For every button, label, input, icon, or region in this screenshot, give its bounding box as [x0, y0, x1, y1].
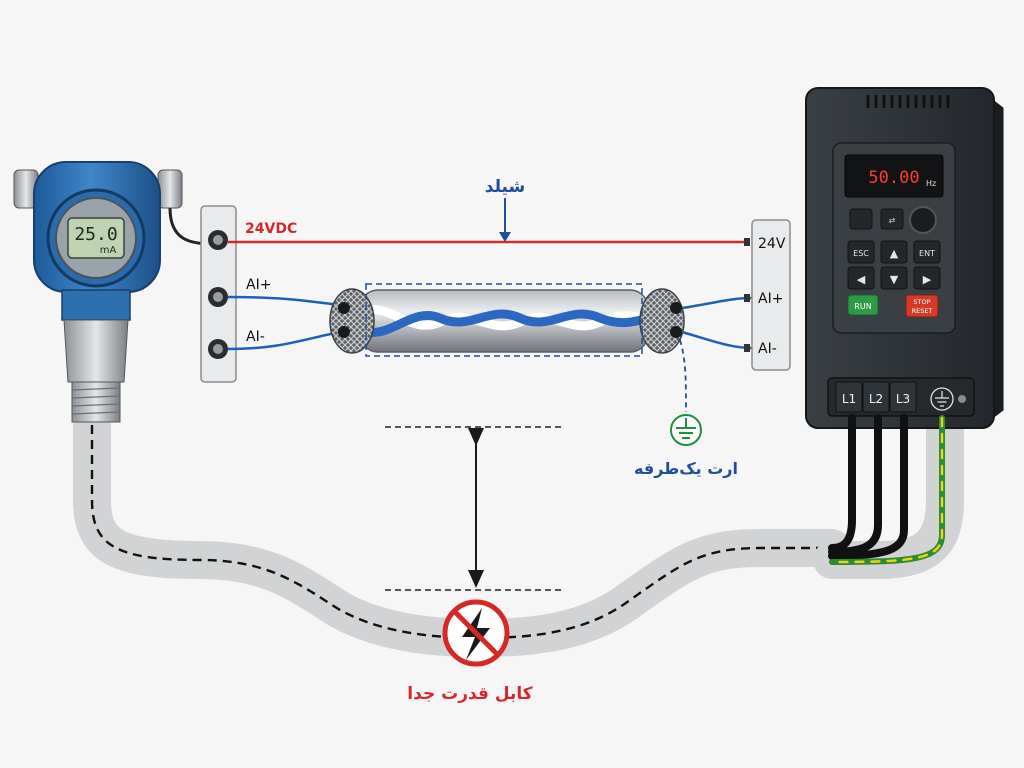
- right-terminal-ai-minus-label: AI-: [758, 341, 777, 357]
- vfd-display-unit: Hz: [926, 179, 936, 188]
- vfd-terminal-screw: [958, 395, 966, 403]
- single-end-ground: [670, 339, 702, 446]
- right-terminal-block: [744, 219, 791, 371]
- vfd-key-prog[interactable]: [849, 208, 873, 230]
- arrow-left-icon: ◀: [857, 273, 866, 286]
- vfd-terminal-l1-label: L1: [842, 392, 856, 406]
- left-terminal-ai-plus-label: AI+: [246, 277, 271, 293]
- vfd-down-button[interactable]: [880, 266, 908, 290]
- vfd-left-button[interactable]: [847, 266, 875, 290]
- separate-power-cable-route: [73, 406, 964, 657]
- vfd-terminal-l2-label: L2: [869, 392, 883, 406]
- separation-distance-indicator: [385, 426, 565, 591]
- vfd-run-button[interactable]: [847, 294, 879, 316]
- ai-plus-wire-right: [681, 296, 753, 310]
- arrow-down-icon: ▼: [890, 273, 899, 286]
- transmitter-display-unit: mA: [100, 245, 117, 256]
- left-terminal-ai-minus-label: AI-: [246, 329, 265, 345]
- shift-icon: ⇄: [889, 216, 896, 225]
- left-terminal-block: [200, 205, 237, 383]
- right-terminal-ai-plus-label: AI+: [758, 291, 783, 307]
- ai-plus-wire-left: [227, 295, 341, 307]
- vfd-stop-label: STOP: [913, 298, 930, 306]
- vfd-esc-button[interactable]: [847, 240, 875, 264]
- no-power-interference-icon: [442, 599, 510, 667]
- ai-minus-wire-right: [681, 330, 753, 350]
- vfd-reset-label: RESET: [912, 307, 933, 315]
- shield-label: شیلد: [485, 177, 525, 197]
- vfd-terminal-l3-label: L3: [896, 392, 910, 406]
- vfd-ent-button[interactable]: [913, 240, 941, 264]
- vfd-power-terminal-strip: [827, 377, 975, 417]
- transmitter-display-value: 25.0: [74, 224, 117, 245]
- vfd-potentiometer-knob[interactable]: [909, 206, 937, 234]
- vfd-up-button[interactable]: [880, 240, 908, 264]
- single-end-ground-label: ارت یک‌طرفه: [634, 459, 738, 478]
- vfd-ground-terminal-icon: [930, 387, 954, 411]
- vfd-stop-reset-button[interactable]: [905, 294, 939, 318]
- vfd-esc-label: ESC: [853, 249, 869, 258]
- right-terminal-24v-label: 24V: [758, 236, 786, 252]
- vfd-right-button[interactable]: [913, 266, 941, 290]
- vfd-ent-label: ENT: [919, 249, 935, 258]
- arrow-right-icon: ▶: [923, 273, 932, 286]
- shield-pointer-head: [499, 232, 511, 242]
- left-terminal-24vdc-label: 24VDC: [245, 221, 297, 237]
- arrow-up-icon: ▲: [890, 247, 899, 260]
- pressure-transmitter: 25.0 mA: [13, 161, 183, 423]
- vfd-run-label: RUN: [854, 302, 871, 311]
- vfd-key-shift[interactable]: [880, 208, 904, 230]
- vfd-power-leads: [828, 414, 945, 565]
- separate-power-cable-label: کابل قدرت جدا: [407, 684, 532, 704]
- ai-minus-wire-left: [227, 330, 341, 351]
- vfd-display-value: 50.00: [868, 168, 919, 188]
- shielded-cable: [329, 283, 685, 357]
